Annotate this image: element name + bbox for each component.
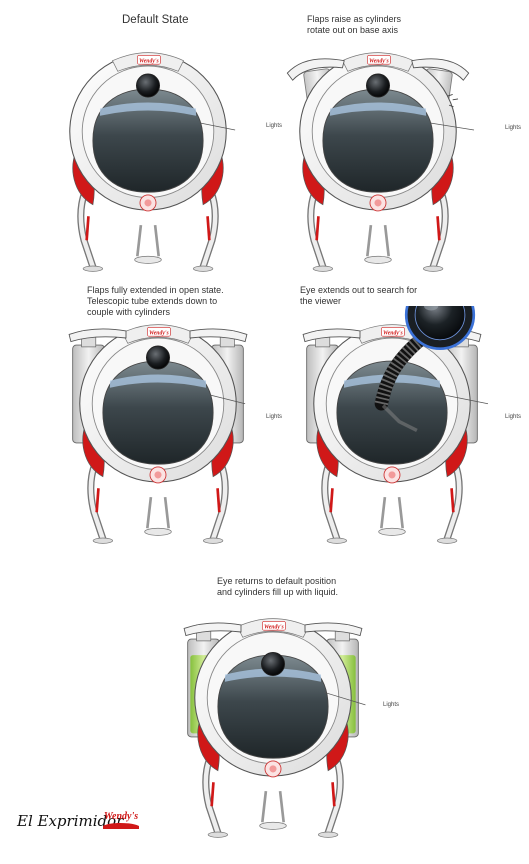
lights-callout-line [324,692,366,706]
default-state-title: Default State [122,14,189,26]
lights-label-3: Lights [266,414,283,420]
eye-highlight [424,306,439,311]
panel-eye-extended [302,306,489,546]
stalk-ribbing [374,334,425,406]
lights-callout-line [429,122,475,131]
robot-pod [194,618,352,778]
panel-3-caption: Flaps fully extended in open state. Tele… [87,285,224,317]
lights-label-1: Lights [266,123,283,129]
extended-eye-lens [414,306,466,341]
panel-flaps-raising [286,52,475,274]
svg-text:Wendy's: Wendy's [104,811,138,822]
robot-eye [136,73,160,98]
rotation-arrows [447,94,459,108]
lights-label-4: Lights [505,414,522,420]
brand-logo: Wendy's [103,811,139,829]
panel-2-caption: Flaps raise as cylinders rotate out on b… [307,14,402,35]
robot-eye [366,73,390,98]
product-name: El Exprimidor [17,812,124,830]
lights-label-2: Lights [505,125,522,131]
robot-eye [261,652,285,676]
panel-4-caption: Eye extends out to search for the viewer [300,285,418,306]
panel-5-caption: Eye returns to default position and cyli… [217,576,339,597]
lights-callout-line [209,394,246,405]
stalk-shadow [381,404,418,433]
lights-callout-line [199,122,236,131]
panel-flaps-open [68,324,248,546]
lights-label-5: Lights [383,702,400,708]
panel-cylinders-filled [183,618,366,840]
lights-callout-line [443,394,489,405]
panel-default-state [69,52,236,274]
robot-eye [146,345,170,370]
